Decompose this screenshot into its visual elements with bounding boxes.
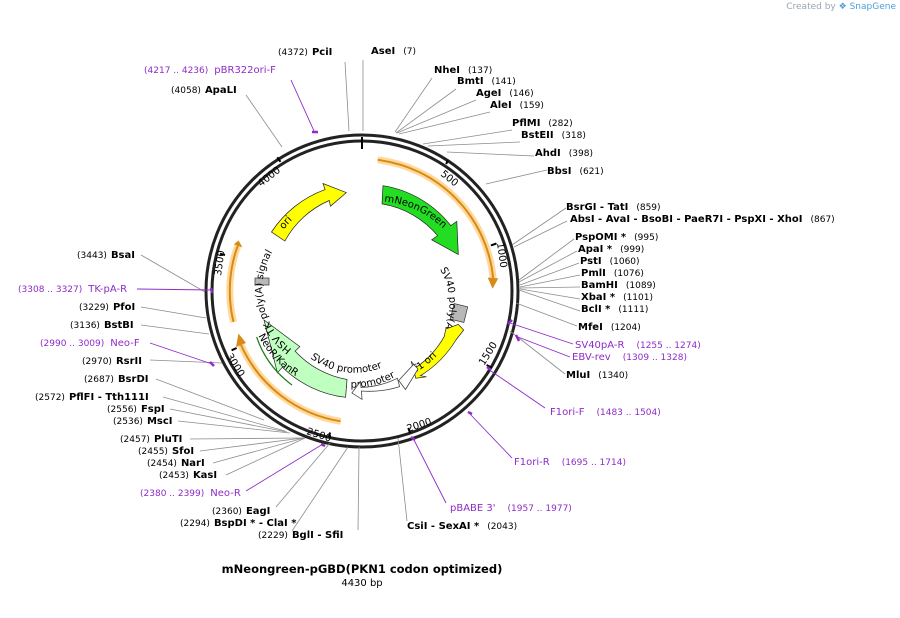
enzyme-pcii[interactable]: (4372)PciI bbox=[278, 47, 332, 58]
enzyme-msci[interactable]: (2536)MscI bbox=[113, 416, 173, 427]
enzyme-pluti[interactable]: (2457)PluTI bbox=[120, 434, 182, 445]
enzyme-psti[interactable]: PstI(1060) bbox=[580, 256, 640, 267]
enzyme-rsrii[interactable]: (2970)RsrII bbox=[82, 356, 142, 367]
enzyme-bspdi-clai[interactable]: (2294)BspDI * - ClaI * bbox=[180, 518, 297, 529]
enzyme-asei[interactable]: AseI(7) bbox=[371, 46, 416, 57]
orf-arc-mneongreen bbox=[377, 156, 499, 289]
orf-arcs bbox=[226, 156, 499, 425]
enzyme-mfei[interactable]: MfeI(1204) bbox=[578, 322, 641, 333]
primer-marks bbox=[209, 130, 521, 448]
enzyme-pflfi-tth111i[interactable]: (2572)PflFI - Tth111I bbox=[35, 392, 149, 403]
primer-neo-r[interactable]: (2380 .. 2399)Neo-R bbox=[140, 488, 241, 499]
enzyme-alei[interactable]: AleI(159) bbox=[490, 100, 544, 111]
primer-f1ori-f[interactable]: F1ori-F(1483 .. 1504) bbox=[550, 407, 661, 418]
enzyme-csii-sexai[interactable]: CsiI - SexAI *(2043) bbox=[407, 521, 517, 532]
primer-pbr322ori-f[interactable]: (4217 .. 4236)pBR322ori-F bbox=[144, 65, 276, 76]
enzyme-apai[interactable]: ApaI *(999) bbox=[578, 244, 644, 255]
enzyme-ahdi[interactable]: AhdI(398) bbox=[535, 148, 593, 159]
primer-labels: (4217 .. 4236)pBR322ori-F SV40pA-R(1255 … bbox=[18, 65, 701, 514]
enzyme-kasi[interactable]: (2453)KasI bbox=[159, 470, 217, 481]
enzyme-fspi[interactable]: (2556)FspI bbox=[107, 404, 165, 415]
feature-shape-sv40-polya bbox=[449, 303, 469, 323]
enzyme-nari[interactable]: (2454)NarI bbox=[147, 458, 205, 469]
snapgene-logo-icon: ❖ bbox=[838, 2, 847, 12]
primer-sv40pa-r[interactable]: SV40pA-R(1255 .. 1274) bbox=[575, 340, 701, 351]
tick-label-1000: 1000 bbox=[494, 242, 508, 269]
primer-neo-f[interactable]: (2990 .. 3009)Neo-F bbox=[40, 338, 140, 349]
enzyme-pfoi[interactable]: (3229)PfoI bbox=[79, 302, 135, 313]
enzyme-bmti[interactable]: BmtI(141) bbox=[457, 76, 516, 87]
feature-shape-mneongreen bbox=[381, 185, 459, 256]
feature-ori: ori bbox=[271, 182, 347, 242]
credit-brand: SnapGene bbox=[849, 2, 896, 12]
primer-ebv-rev[interactable]: EBV-rev(1309 .. 1328) bbox=[572, 352, 687, 363]
enzyme-agei[interactable]: AgeI(146) bbox=[476, 88, 534, 99]
enzyme-bcli[interactable]: BclI *(1111) bbox=[581, 304, 648, 315]
enzyme-bsai[interactable]: (3443)BsaI bbox=[77, 250, 135, 261]
enzyme-sfoi[interactable]: (2455)SfoI bbox=[138, 446, 194, 457]
enzyme-nhei[interactable]: NheI(137) bbox=[434, 65, 492, 76]
backbone bbox=[204, 133, 520, 449]
enzyme-labels: (4372)PciI AseI(7) NheI(137) BmtI(141) A… bbox=[35, 46, 835, 541]
enzyme-pmli[interactable]: PmlI(1076) bbox=[581, 268, 644, 279]
enzyme-bsrgi-tati[interactable]: BsrGI - TatI(859) bbox=[566, 202, 661, 213]
primer-tk-pa-r[interactable]: (3308 .. 3327)TK-pA-R bbox=[18, 284, 127, 295]
primer-f1ori-r[interactable]: F1ori-R(1695 .. 1714) bbox=[514, 457, 626, 468]
feature-f1-ori: f1 ori bbox=[410, 323, 465, 379]
feature-shape-ori bbox=[271, 182, 347, 242]
feature-shape-hsv-tk-polya bbox=[254, 277, 270, 286]
enzyme-bbsi[interactable]: BbsI(621) bbox=[547, 166, 604, 177]
enzyme-xbai[interactable]: XbaI *(1101) bbox=[581, 292, 653, 303]
primer-lines bbox=[136, 79, 574, 504]
enzyme-pflmi[interactable]: PflMI(282) bbox=[512, 118, 573, 129]
tick-label-4000: 4000 bbox=[256, 165, 283, 189]
feature-shape-ampr-promoter bbox=[398, 363, 419, 391]
orf-arc-upper-left bbox=[226, 240, 243, 323]
enzyme-bgli-sfii[interactable]: (2229)BglI - SfiI bbox=[258, 530, 343, 541]
primer-pbabe-3[interactable]: pBABE 3'(1957 .. 1977) bbox=[450, 503, 572, 514]
enzyme-absi-group[interactable]: AbsI - AvaI - BsoBI - PaeR7I - PspXI - X… bbox=[570, 214, 835, 225]
enzyme-bsteii[interactable]: BstEII(318) bbox=[521, 130, 586, 141]
enzyme-pspomi[interactable]: PspOMI *(995) bbox=[575, 232, 658, 243]
enzyme-mlui[interactable]: MluI(1340) bbox=[566, 370, 628, 381]
feature-shape-sv40-promoter bbox=[351, 377, 401, 401]
credit-prefix: Created by bbox=[786, 2, 836, 12]
snapgene-credit: Created by ❖ SnapGene bbox=[786, 2, 896, 12]
map-title: mNeongreen-pGBD(PKN1 codon optimized) bbox=[222, 562, 503, 576]
enzyme-bsrdi[interactable]: (2687)BsrDI bbox=[84, 374, 148, 385]
enzyme-eagi[interactable]: (2360)EagI bbox=[212, 506, 270, 517]
enzyme-bamhi[interactable]: BamHI(1089) bbox=[581, 280, 656, 291]
feature-mneongreen: mNeonGreen bbox=[381, 185, 459, 256]
tick-label-3500: 3500 bbox=[213, 250, 227, 277]
feature-shape-neor-kanr bbox=[263, 319, 348, 398]
leader-lines bbox=[140, 60, 581, 532]
enzyme-bstbi[interactable]: (3136)BstBI bbox=[70, 320, 134, 331]
orf-arc-neor-kanr bbox=[236, 333, 342, 425]
enzyme-apali[interactable]: (4058)ApaLI bbox=[171, 85, 237, 96]
map-length: 4430 bp bbox=[341, 578, 382, 589]
